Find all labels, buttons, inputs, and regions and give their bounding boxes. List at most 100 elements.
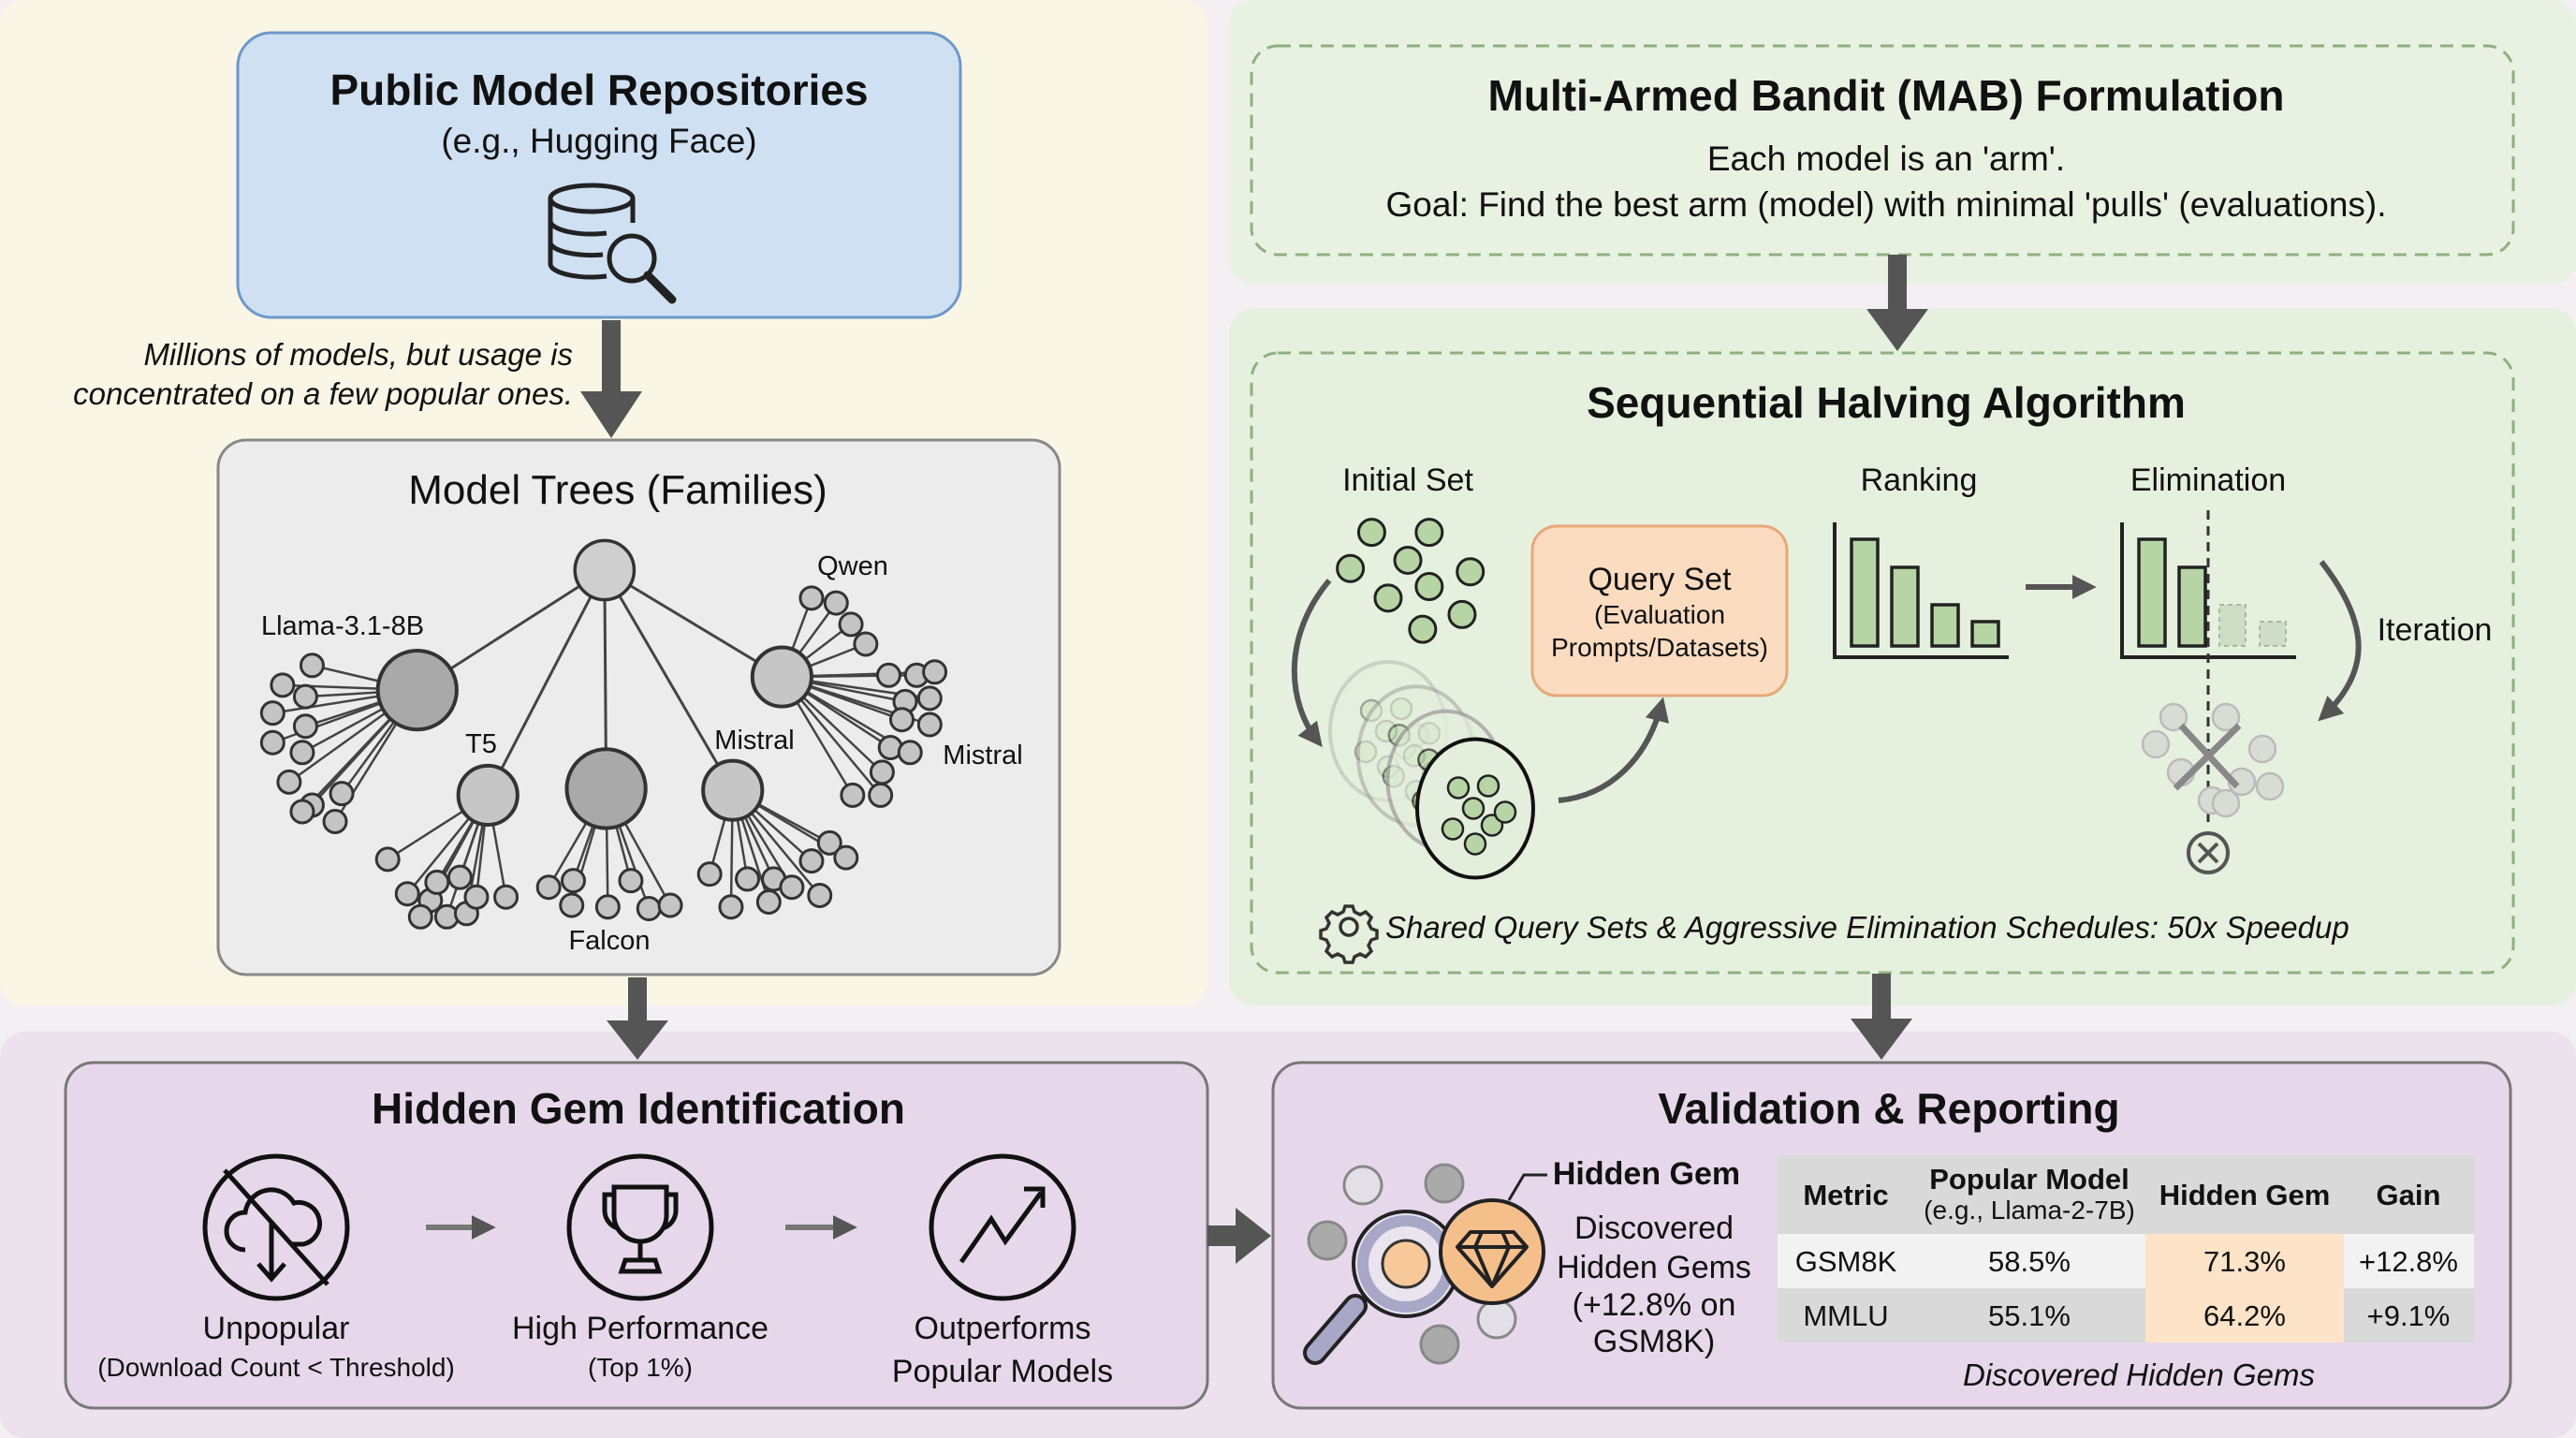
cell-popular: 55.1% <box>1988 1299 2071 1332</box>
curve-arrow-stack-to-query <box>1558 697 1670 803</box>
query-set-box: Query Set (Evaluation Prompts/Datasets) <box>1530 524 1789 697</box>
tree-label-mistral-outer: Mistral <box>943 741 1022 770</box>
table-header-popular-note: (e.g., Llama-2-7B) <box>1924 1196 2135 1225</box>
curve-arrow-initial-to-stack <box>1291 579 1332 748</box>
model-trees-box: Model Trees (Families) Llama-3.1-8B T5 F… <box>216 438 1061 976</box>
tree-leaf-node <box>755 888 782 915</box>
tree-leaf-node <box>840 782 866 808</box>
results-table: Metric Popular Model (e.g., Llama-2-7B) … <box>1778 1155 2474 1343</box>
table-header-popular: Popular Model <box>1929 1163 2130 1196</box>
tree-leaf-node <box>535 874 562 901</box>
step-label-high-performance: High Performance <box>512 1311 768 1346</box>
tree-leaf-node <box>289 799 315 825</box>
eliminated-models <box>2141 702 2285 818</box>
tree-leaf-node <box>868 782 894 808</box>
tree-label-qwen: Qwen <box>817 551 888 581</box>
validation-desc-line4: GSM8K) <box>1593 1324 1715 1359</box>
cell-popular: 58.5% <box>1988 1245 2071 1278</box>
step-sublabel-unpopular: (Download Count < Threshold) <box>97 1353 455 1382</box>
model-node <box>1476 774 1500 798</box>
iteration-label: Iteration <box>2378 612 2493 648</box>
mab-panel <box>1229 0 2576 285</box>
tree-leaf-node <box>374 846 401 873</box>
tree-leaf-node <box>807 882 833 908</box>
cell-metric: MMLU <box>1803 1299 1888 1332</box>
tree-leaf-node <box>322 809 348 834</box>
score-bar <box>1930 603 1960 648</box>
tree-family-node <box>456 763 520 828</box>
eliminated-model-node <box>2211 788 2241 818</box>
query-set-title: Query Set <box>1588 562 1732 597</box>
tree-edge <box>486 569 607 797</box>
initial-set-label: Initial Set <box>1342 462 1473 498</box>
identification-box: Hidden Gem Identification Unpopular (Dow… <box>64 1061 1209 1410</box>
model-node <box>1414 518 1444 548</box>
step-sublabel-high-performance: (Top 1%) <box>588 1353 693 1382</box>
tree-leaf-node <box>394 881 420 907</box>
cell-metric: GSM8K <box>1795 1245 1897 1278</box>
no-download-cloud-icon <box>202 1153 350 1301</box>
gem-leader-line <box>1507 1173 1547 1201</box>
score-bar <box>2137 537 2167 648</box>
arrow-mab-to-halving <box>1866 255 1928 351</box>
tree-leaf-node <box>897 740 923 766</box>
identification-title: Hidden Gem Identification <box>372 1084 905 1133</box>
score-bar <box>1970 620 2000 648</box>
ranking-chart <box>1833 522 2009 659</box>
eliminated-model-node <box>2141 729 2171 759</box>
tree-family-node <box>564 747 648 830</box>
tree-leaf-node <box>636 896 662 922</box>
arrow-halving-to-validation <box>1851 974 1912 1060</box>
tree-leaf-node <box>292 713 318 740</box>
usage-note-line2: concentrated on a few popular ones. <box>73 376 573 411</box>
repositories-box: Public Model Repositories (e.g., Hugging… <box>236 31 962 319</box>
model-node <box>1393 545 1423 575</box>
trending-up-icon <box>929 1153 1076 1301</box>
halving-footer: Shared Query Sets & Aggressive Eliminati… <box>1385 910 2349 945</box>
trophy-icon <box>566 1153 714 1301</box>
chart-axes <box>2120 522 2296 659</box>
tree-leaf-node <box>594 894 621 920</box>
validation-desc-line3: (+12.8% on <box>1573 1287 1736 1323</box>
table-header-metric: Metric <box>1803 1179 1888 1211</box>
gem-search-illustration <box>1303 1163 1547 1365</box>
tree-leaf-node <box>718 894 744 920</box>
iteration-arrow <box>2318 560 2362 722</box>
tree-leaf-node <box>735 866 761 892</box>
model-stack <box>1327 659 1535 880</box>
step-label-unpopular: Unpopular <box>203 1311 350 1346</box>
cell-hidden-gem: 64.2% <box>2203 1299 2286 1332</box>
tree-label-llama: Llama-3.1-8B <box>261 611 424 641</box>
tree-leaf-node <box>299 653 325 679</box>
table-header-gain: Gain <box>2377 1179 2441 1211</box>
model-node <box>1493 800 1517 824</box>
repositories-title: Public Model Repositories <box>329 66 868 114</box>
initial-set-models <box>1336 518 1486 644</box>
tree-leaf-node <box>888 707 915 733</box>
model-tree-graph <box>259 538 948 930</box>
tree-leaf-node <box>276 769 302 795</box>
tree-leaf-node <box>407 903 433 930</box>
tree-label-falcon: Falcon <box>568 926 650 956</box>
score-bar <box>1850 537 1880 648</box>
arrow-repos-to-trees <box>580 320 642 438</box>
model-node <box>1373 583 1403 613</box>
arrow-identification-to-validation <box>1208 1208 1271 1264</box>
table-row: MMLU 55.1% 64.2% +9.1% <box>1803 1299 2450 1332</box>
eliminated-model-node <box>2255 771 2285 801</box>
tree-edge <box>603 569 735 791</box>
tree-family-node <box>375 648 459 732</box>
table-caption: Discovered Hidden Gems <box>1963 1357 2315 1392</box>
eliminated-model-node <box>2211 702 2241 732</box>
tree-leaf-node <box>779 874 805 901</box>
elimination-cross <box>2173 723 2242 791</box>
tree-leaf-node <box>869 759 895 785</box>
cell-gain: +12.8% <box>2359 1245 2458 1278</box>
validation-desc-line1: Discovered <box>1574 1211 1734 1246</box>
eliminated-model-node <box>2159 702 2188 732</box>
tree-leaf-node <box>618 868 644 894</box>
mab-box: Multi-Armed Bandit (MAB) Formulation Eac… <box>1250 44 2515 257</box>
model-node <box>1456 557 1486 587</box>
model-node <box>1408 614 1438 644</box>
